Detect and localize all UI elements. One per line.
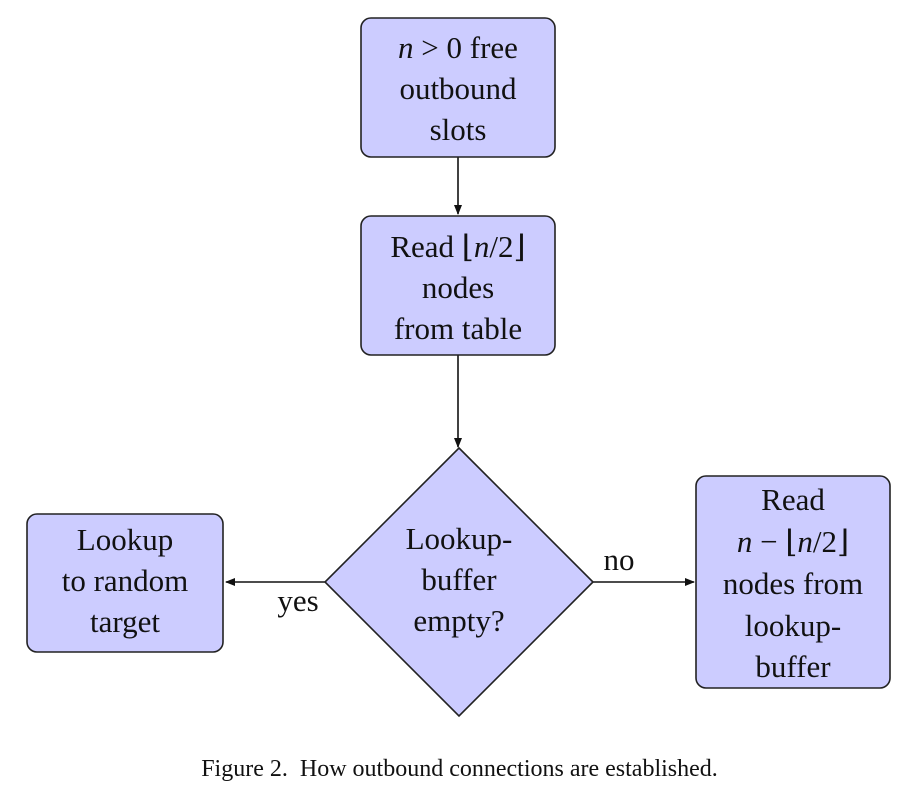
flowchart-diagram: yes no n > 0 free outbound slots Read ⌊n… [26,17,891,718]
decision-line-2: buffer [421,562,497,597]
node-free-slots-line-2: outbound [399,71,517,106]
no-label: no [604,542,635,577]
decision-line-1: Lookup- [406,521,513,556]
node-read-from-table-line-3: from table [394,311,522,346]
node-free-slots: n > 0 free outbound slots [360,17,556,158]
decision-line-3: empty? [413,603,504,638]
figure-caption: Figure 2. How outbound connections are e… [0,756,919,783]
node-lookup-buffer-empty-decision: Lookup- buffer empty? [323,446,595,718]
node-read-from-table: Read ⌊n/2⌋ nodes from table [360,215,556,356]
node-read-from-lookup-buffer: Read n − ⌊n/2⌋ nodes from lookup- buffer [695,475,891,689]
node-random-line-1: Lookup [77,522,173,557]
node-buffer-line-2: n − ⌊n/2⌋ [737,524,849,559]
node-free-slots-line-3: slots [430,112,487,147]
node-random-line-2: to random [62,563,189,598]
node-free-slots-line-1: n > 0 free [398,30,518,65]
node-buffer-line-3: nodes from [723,566,863,601]
node-random-line-3: target [90,604,160,639]
caption-figure-number: Figure 2. [201,756,288,782]
node-read-from-table-line-1: Read ⌊n/2⌋ [390,229,525,264]
node-lookup-random-target: Lookup to random target [26,513,224,653]
node-buffer-line-1: Read [761,482,825,517]
node-buffer-line-5: buffer [755,649,831,684]
yes-label: yes [277,583,318,618]
node-read-from-table-line-2: nodes [422,270,494,305]
caption-text: How outbound connections are established… [299,756,718,782]
node-buffer-line-4: lookup- [745,608,841,643]
